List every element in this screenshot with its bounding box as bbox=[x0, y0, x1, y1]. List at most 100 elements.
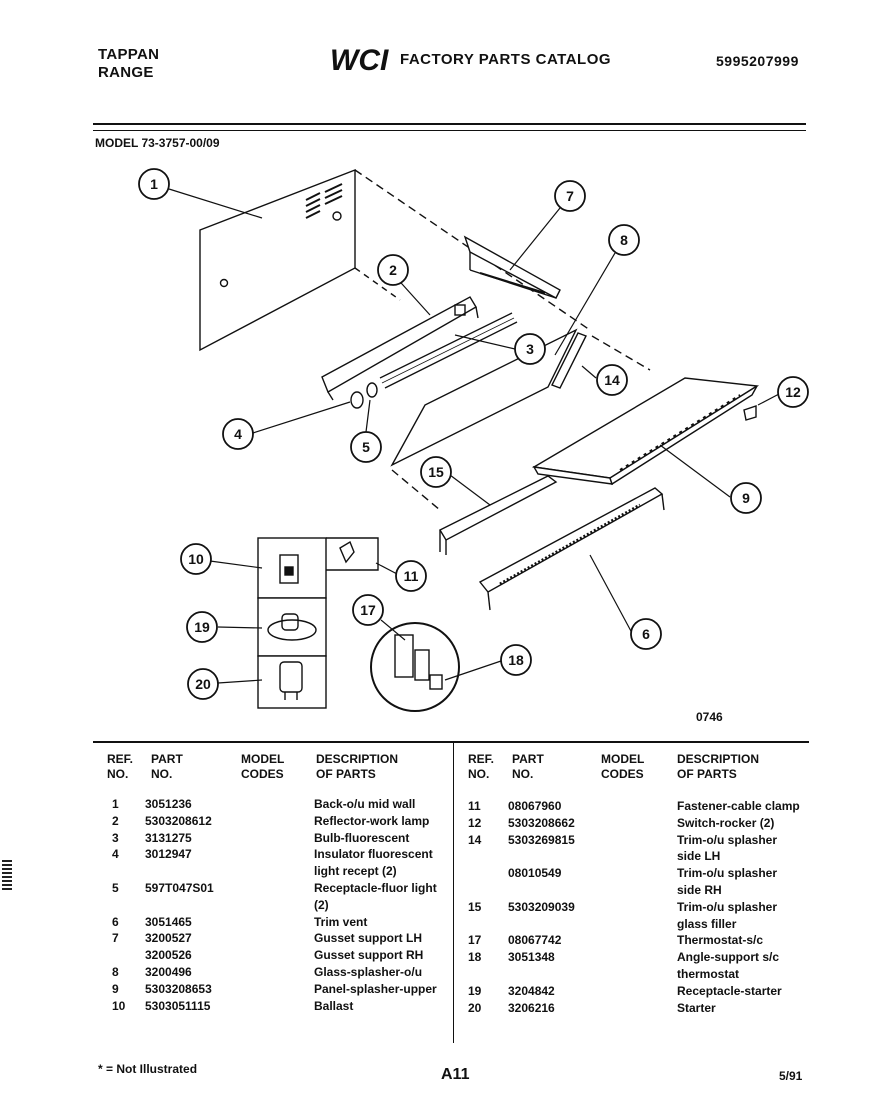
part-back-panel bbox=[199, 168, 591, 352]
svg-text:3: 3 bbox=[526, 341, 534, 357]
product-type: RANGE bbox=[98, 64, 154, 81]
table-top-rule bbox=[93, 741, 809, 743]
catalog-header: WCI FACTORY PARTS CATALOG bbox=[330, 44, 611, 74]
diagram-reference-code: 0746 bbox=[696, 710, 723, 724]
part-number: 5303208653 bbox=[145, 981, 212, 996]
part-description: light recept (2) bbox=[314, 864, 397, 879]
header-rule bbox=[93, 123, 806, 125]
part-number: 3051236 bbox=[145, 797, 192, 811]
exploded-parts-diagram: 1 2 3 4 5 6 7 8 9 10 11 12 14 15 17 18 1… bbox=[138, 168, 809, 712]
model-number: MODEL 73-3757-00/09 bbox=[95, 136, 220, 150]
svg-text:18: 18 bbox=[508, 652, 524, 668]
part-number: 3012947 bbox=[145, 847, 192, 862]
callout-3: 3 bbox=[514, 333, 546, 365]
part-switch-rocker bbox=[743, 405, 757, 421]
ref-number: 5 bbox=[112, 881, 119, 895]
svg-text:1: 1 bbox=[150, 176, 158, 192]
not-illustrated-note: * = Not Illustrated bbox=[98, 1062, 198, 1076]
part-description: thermostat bbox=[677, 967, 740, 981]
part-description: Back-o/u mid wall bbox=[314, 797, 416, 811]
callout-11: 11 bbox=[395, 560, 427, 592]
callout-group: 1 2 3 4 5 6 7 8 9 10 11 12 14 15 17 18 1… bbox=[138, 168, 809, 700]
part-starter-receptacle-box bbox=[257, 597, 327, 657]
part-description: Insulator fluorescent bbox=[314, 847, 433, 862]
svg-text:15: 15 bbox=[428, 464, 444, 480]
callout-17: 17 bbox=[352, 594, 384, 626]
callout-8: 8 bbox=[608, 224, 640, 256]
part-description: Trim-o/u splasher bbox=[677, 899, 778, 914]
part-description: Thermostat-s/c bbox=[677, 933, 764, 948]
svg-text:14: 14 bbox=[604, 372, 620, 388]
svg-text:7: 7 bbox=[566, 188, 574, 204]
callout-12: 12 bbox=[777, 376, 809, 408]
svg-text:10: 10 bbox=[188, 551, 204, 567]
part-description: (2) bbox=[314, 897, 329, 912]
part-reflector bbox=[321, 296, 479, 401]
callout-20: 20 bbox=[187, 668, 219, 700]
revision-date: 5/91 bbox=[779, 1069, 803, 1083]
part-thermostat-detail bbox=[370, 622, 460, 712]
part-description: Switch-rocker (2) bbox=[677, 815, 775, 830]
part-number: 08010549 bbox=[508, 866, 562, 881]
part-number: 3206216 bbox=[508, 1000, 555, 1015]
part-description: Reflector-work lamp bbox=[314, 813, 430, 828]
callout-1: 1 bbox=[138, 168, 170, 200]
part-number: 5303209039 bbox=[508, 899, 575, 914]
part-description: side LH bbox=[677, 849, 721, 864]
callout-2: 2 bbox=[377, 254, 409, 286]
part-number: 3200526 bbox=[145, 948, 192, 963]
brand-name: TAPPAN bbox=[98, 46, 160, 63]
part-description: Starter bbox=[677, 1000, 716, 1015]
part-description: Trim vent bbox=[314, 914, 368, 929]
part-number: 08067742 bbox=[508, 933, 562, 948]
part-number: 5303208612 bbox=[145, 813, 212, 828]
part-bulb bbox=[379, 312, 518, 389]
callout-15: 15 bbox=[420, 456, 452, 488]
svg-text:2: 2 bbox=[389, 262, 397, 278]
part-description: Gusset support RH bbox=[314, 948, 424, 963]
svg-text:17: 17 bbox=[360, 602, 376, 618]
part-upper-panel bbox=[531, 377, 760, 486]
svg-text:5: 5 bbox=[362, 439, 370, 455]
svg-text:12: 12 bbox=[785, 384, 801, 400]
part-description: Receptacle-starter bbox=[677, 983, 782, 998]
brand-block: TAPPAN RANGE bbox=[98, 46, 159, 82]
part-starter-box bbox=[257, 655, 327, 709]
svg-text:9: 9 bbox=[742, 490, 750, 506]
part-number: 5303051115 bbox=[145, 998, 211, 1013]
part-glass-filler bbox=[439, 475, 558, 555]
svg-text:4: 4 bbox=[234, 426, 242, 442]
part-description: Glass-splasher-o/u bbox=[314, 965, 423, 979]
part-trim-side bbox=[551, 332, 587, 389]
part-insulator bbox=[350, 391, 364, 409]
ref-number: 2 bbox=[112, 813, 119, 828]
part-number: 3204842 bbox=[508, 983, 555, 998]
ref-number: 3 bbox=[112, 830, 119, 845]
ref-number: 1 bbox=[112, 797, 119, 811]
table-divider bbox=[453, 743, 454, 1043]
part-number: 5303269815 bbox=[508, 832, 575, 847]
part-number: 08067960 bbox=[508, 799, 562, 813]
ref-number: 4 bbox=[112, 847, 119, 862]
part-number: 3200527 bbox=[145, 931, 192, 946]
callout-19: 19 bbox=[186, 611, 218, 643]
wci-logo: WCI bbox=[330, 44, 389, 74]
ref-number: 18 bbox=[468, 950, 482, 965]
catalog-title: FACTORY PARTS CATALOG bbox=[400, 50, 612, 68]
svg-text:6: 6 bbox=[642, 626, 650, 642]
callout-6: 6 bbox=[630, 618, 662, 650]
part-description: Ballast bbox=[314, 998, 354, 1013]
ref-number: 10 bbox=[112, 998, 126, 1013]
svg-text:11: 11 bbox=[404, 568, 419, 584]
header-ref: REF.NO. bbox=[107, 752, 134, 781]
ref-number: 19 bbox=[468, 983, 482, 998]
ref-number: 15 bbox=[468, 899, 482, 914]
header-rule-thin bbox=[93, 130, 806, 131]
part-description: side RH bbox=[677, 883, 722, 897]
part-description: Fastener-cable clamp bbox=[677, 799, 800, 813]
